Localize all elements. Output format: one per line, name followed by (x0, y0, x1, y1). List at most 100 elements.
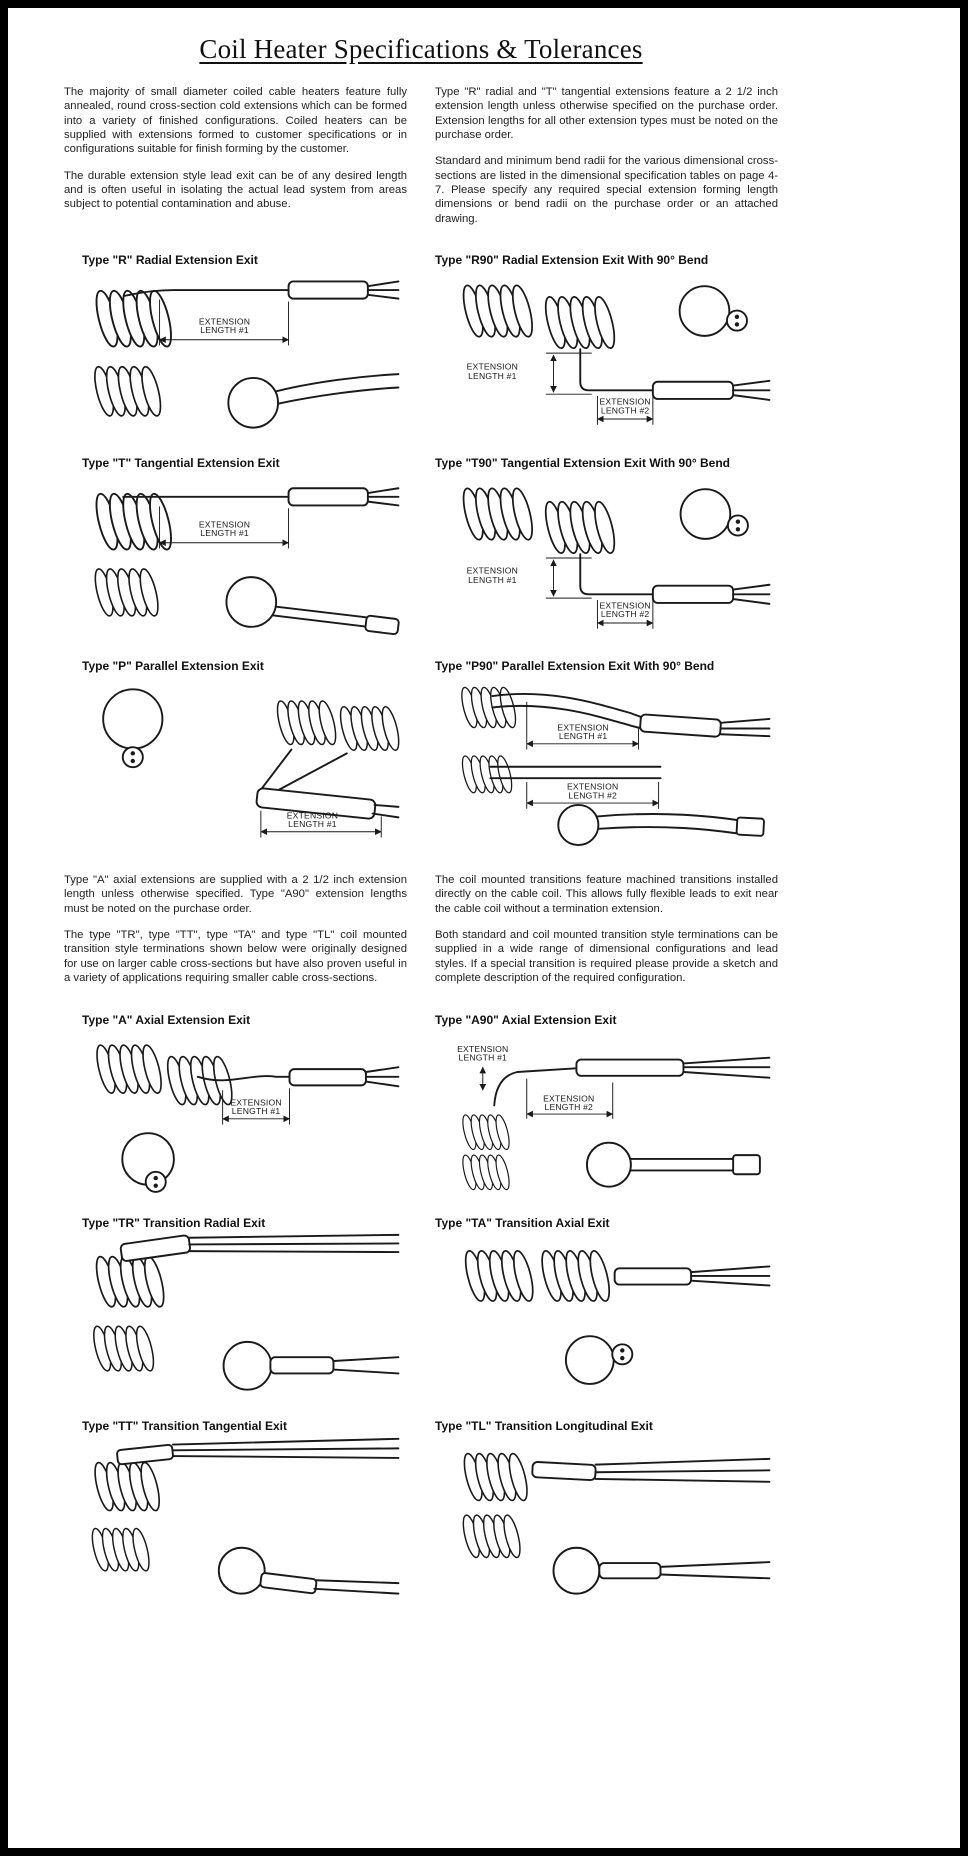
lead-lines (594, 1457, 771, 1483)
page-content: Coil Heater Specifications & Tolerances … (8, 8, 778, 1607)
dimension-extension-length-1: EXTENSION LENGTH #1 (159, 506, 290, 549)
coil-drawing (540, 499, 620, 556)
coil-end-view (227, 377, 279, 429)
diagram-type-ta (460, 1247, 771, 1385)
length-2-label: LENGTH #2 (545, 1102, 594, 1112)
length-2-label: LENGTH #2 (601, 609, 650, 619)
diagram-grid-top: Type "R" Radial Extension Exit EXTENSION… (64, 238, 778, 847)
extension-line (579, 348, 656, 392)
diagram-type-a: EXTENSION LENGTH #1 (92, 1042, 400, 1193)
length-1-label: LENGTH #1 (468, 575, 517, 585)
coil-drawing (459, 1450, 532, 1503)
termination (287, 280, 369, 300)
lead-cross-section (121, 746, 144, 769)
length-1-label: LENGTH #1 (288, 819, 337, 829)
coil-end-view (217, 1546, 266, 1595)
mid-paragraph: Type "A" axial extensions are supplied w… (64, 874, 407, 915)
section-type-tr: Type "TR" Transition Radial Exit (64, 1201, 407, 1404)
lead-lines (690, 1264, 771, 1286)
lead-lines (596, 813, 740, 835)
coil-drawing (90, 364, 166, 419)
intro-paragraph: The majority of small diameter coiled ca… (64, 86, 407, 156)
intro-right-column: Type "R" radial and "T" tangential exten… (435, 85, 778, 238)
coil-drawing (336, 704, 403, 753)
length-2-label: LENGTH #2 (568, 790, 617, 800)
termination (613, 1266, 693, 1286)
dimension-extension-length-1: EXTENSION LENGTH #1 (159, 299, 290, 346)
document-page: Coil Heater Specifications & Tolerances … (8, 8, 960, 1848)
length-2-label: LENGTH #2 (601, 405, 650, 415)
mid-paragraph: The type "TR", type "TT", type "TA" and … (64, 929, 407, 985)
section-heading-p: Type "P" Parallel Extension Exit (82, 659, 264, 674)
coil-drawing (459, 1112, 513, 1151)
coil-end-view (678, 285, 731, 337)
lead-lines (365, 1065, 400, 1087)
extension-line (579, 553, 656, 596)
section-type-t90: Type "T90" Tangential Extension Exit Wit… (435, 441, 778, 644)
lead-lines (682, 1056, 771, 1079)
termination (732, 1153, 761, 1175)
lead-cross-section (726, 514, 749, 537)
section-type-tt: Type "TT" Transition Tangential Exit (64, 1404, 407, 1607)
diagram-grid-bottom: Type "A" Axial Extension Exit EXTENSION … (64, 998, 778, 1607)
extension-line (124, 289, 290, 297)
coil-drawing (458, 754, 516, 795)
lead-cross-section (725, 309, 748, 332)
dimension-extension-length-1: EXTENSION LENGTH #1 (526, 701, 640, 750)
diagram-type-p: EXTENSION LENGTH #1 (102, 688, 403, 838)
extension-label: EXTENSION (287, 810, 338, 820)
termination (651, 584, 735, 604)
termination (735, 816, 765, 837)
dimension-extension-length-2: EXTENSION LENGTH #2 (596, 396, 654, 425)
section-heading-ta: Type "TA" Transition Axial Exit (435, 1215, 610, 1230)
lead-lines (732, 379, 771, 401)
coil-drawing (458, 282, 537, 340)
section-heading-a90: Type "A90" Axial Extension Exit (435, 1012, 617, 1027)
extension-label: EXTENSION (199, 317, 250, 327)
termination (575, 1058, 685, 1077)
diagram-type-r90: EXTENSION LENGTH #1 EXTENSION LENGTH #2 (458, 282, 771, 425)
lead-cross-section (144, 1170, 167, 1193)
page-title: Coil Heater Specifications & Tolerances (199, 34, 643, 64)
section-heading-a: Type "A" Axial Extension Exit (82, 1012, 251, 1027)
dimension-extension-length-1: EXTENSION LENGTH #1 (260, 810, 382, 838)
length-1-label: LENGTH #1 (559, 731, 608, 741)
termination (116, 1443, 174, 1465)
diagram-type-p90: EXTENSION LENGTH #1 EXTENSION LENGTH #2 (458, 685, 771, 847)
intro-paragraph: Type "R" radial and "T" tangential exten… (435, 86, 778, 142)
diagram-type-tr (89, 1233, 400, 1391)
coil-end-view (679, 488, 732, 540)
termination (119, 1234, 191, 1262)
lead-lines (719, 718, 771, 738)
coil-drawing (459, 1152, 513, 1191)
coil-drawing (458, 685, 520, 730)
termination (598, 1561, 662, 1579)
section-type-tl: Type "TL" Transition Longitudinal Exit (435, 1404, 778, 1607)
extension-label: EXTENSION (543, 1093, 594, 1103)
extension-line (491, 693, 643, 730)
extension-line (259, 748, 348, 797)
section-heading-tr: Type "TR" Transition Radial Exit (82, 1215, 266, 1230)
coil-end-view (585, 1141, 632, 1188)
dimension-extension-length-2: EXTENSION LENGTH #2 (526, 782, 660, 809)
lead-lines (313, 1578, 400, 1595)
lead-lines (332, 1355, 400, 1374)
mid-left-column: Type "A" axial extensions are supplied w… (64, 873, 407, 997)
lead-lines (732, 583, 771, 605)
section-heading-p90: Type "P90" Parallel Extension Exit With … (435, 659, 715, 674)
lead-lines (366, 280, 400, 300)
mid-right-column: The coil mounted transitions feature mac… (435, 873, 778, 997)
intro-paragraph: The durable extension style lead exit ca… (64, 169, 407, 211)
section-type-r: Type "R" Radial Extension Exit EXTENSION… (64, 238, 407, 441)
section-heading-tl: Type "TL" Transition Longitudinal Exit (435, 1418, 653, 1433)
extension-line (196, 1074, 291, 1081)
diagram-type-t: EXTENSION LENGTH #1 (90, 487, 400, 636)
extension-label: EXTENSION (599, 397, 650, 407)
coil-drawing (460, 1247, 538, 1304)
extension-label: EXTENSION (457, 1043, 508, 1053)
termination (255, 787, 377, 820)
termination (269, 1355, 335, 1374)
extension-label: EXTENSION (230, 1097, 281, 1107)
intro-paragraph: Standard and minimum bend radii for the … (435, 155, 778, 225)
extension-label: EXTENSION (467, 565, 518, 575)
